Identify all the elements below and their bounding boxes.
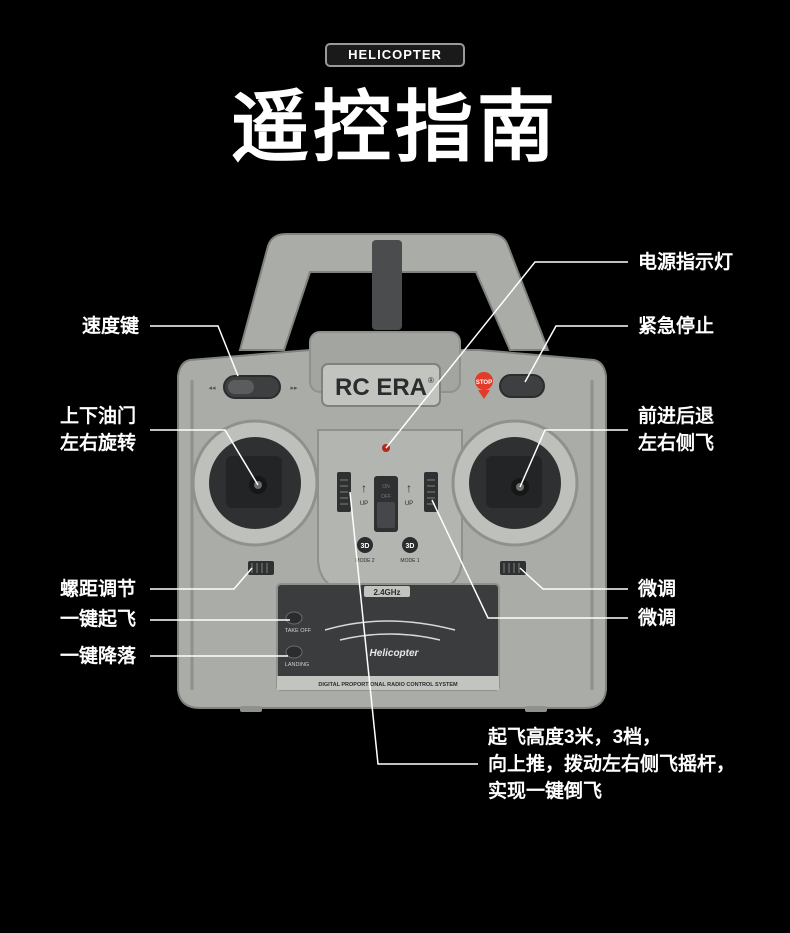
- line-pitch-trim: [150, 567, 253, 590]
- left-stick[interactable]: [191, 419, 319, 547]
- mode1-badge-text: 3D: [406, 543, 415, 550]
- flip-note-line-3: 实现一键倒飞: [488, 781, 603, 802]
- emergency-stop-label: 紧急停止: [638, 316, 715, 337]
- trim-right-label-1: 微调: [638, 579, 677, 600]
- mode2-label: MODE 2: [355, 558, 374, 564]
- left-up-label: UP: [360, 501, 368, 507]
- one-key-takeoff-label: 一键起飞: [60, 609, 137, 630]
- trim-right-bottom[interactable]: [500, 561, 526, 575]
- brand-text: RC ERA: [335, 374, 427, 401]
- line-trim-right-2: [431, 499, 628, 619]
- takeoff-button[interactable]: [285, 611, 303, 625]
- trim-right-label-2: 微调: [638, 608, 677, 629]
- line-emergency-stop: [524, 325, 628, 383]
- center-switch[interactable]: ON OFF: [374, 476, 398, 532]
- flip-note-line-2: 向上推，拨动左右侧飞摇杆，: [488, 754, 736, 775]
- left-stick-label-1: 上下油门: [60, 406, 137, 427]
- line-left-stick: [150, 429, 259, 486]
- pitch-trim-label: 螺距调节: [60, 579, 137, 600]
- antenna: [372, 240, 402, 330]
- line-trim-right-1: [519, 567, 628, 590]
- right-up-label: UP: [405, 501, 413, 507]
- right-stick-label-2: 左右侧飞: [638, 433, 715, 454]
- left-up-arrow-icon: ↑: [361, 481, 367, 495]
- landing-button[interactable]: [285, 645, 303, 659]
- flip-note-line-1: 起飞高度3米，3档，: [488, 727, 662, 748]
- right-stick-label-1: 前进后退: [638, 406, 715, 427]
- power-indicator-label: 电源指示灯: [638, 252, 734, 273]
- left-foot: [240, 706, 262, 712]
- line-flip: [349, 491, 478, 765]
- panel-footer: DIGITAL PROPORTIONAL RADIO CONTROL SYSTE…: [318, 682, 458, 688]
- callout-lines: [150, 261, 628, 765]
- right-up-arrow-icon: ↑: [406, 481, 412, 495]
- frequency-label: 2.4GHz: [373, 588, 400, 597]
- right-foot: [525, 706, 547, 712]
- right-center-trim[interactable]: [424, 472, 438, 512]
- speed-key[interactable]: [223, 375, 281, 399]
- speed-slow-icon: ◂◂: [208, 385, 216, 392]
- helicopter-badge: HELICOPTER: [325, 43, 465, 67]
- landing-label: LANDING: [285, 662, 309, 668]
- speed-fast-icon: ▸▸: [290, 385, 298, 392]
- page-title: 遥控指南: [230, 83, 559, 171]
- switch-off-label: OFF: [381, 494, 391, 500]
- control-panel: 2.4GHz Helicopter DIGITAL PROPORTIONAL R…: [276, 583, 500, 691]
- mode2-badge-text: 3D: [361, 543, 370, 550]
- panel-logo: Helicopter: [370, 648, 420, 659]
- brand-plate: RC ERA ®: [321, 363, 441, 407]
- right-stick[interactable]: [451, 419, 579, 547]
- line-right-stick: [519, 429, 628, 488]
- left-center-trim[interactable]: [337, 472, 351, 512]
- left-stick-label-2: 左右旋转: [60, 433, 137, 454]
- switch-on-label: ON: [382, 484, 390, 490]
- speed-key-label: 速度键: [82, 316, 140, 337]
- mode2-badge: [357, 537, 373, 553]
- carry-handle: [238, 233, 550, 351]
- one-key-landing-label: 一键降落: [60, 646, 137, 667]
- line-power-indicator: [385, 261, 628, 449]
- mode1-label: MODE 1: [400, 558, 419, 564]
- takeoff-label: TAKE OFF: [285, 628, 312, 634]
- line-speed-key: [150, 325, 239, 377]
- emergency-stop-button[interactable]: STOP: [475, 372, 545, 399]
- stop-label: STOP: [476, 380, 492, 386]
- mode1-badge: [402, 537, 418, 553]
- registered-mark: ®: [428, 376, 434, 385]
